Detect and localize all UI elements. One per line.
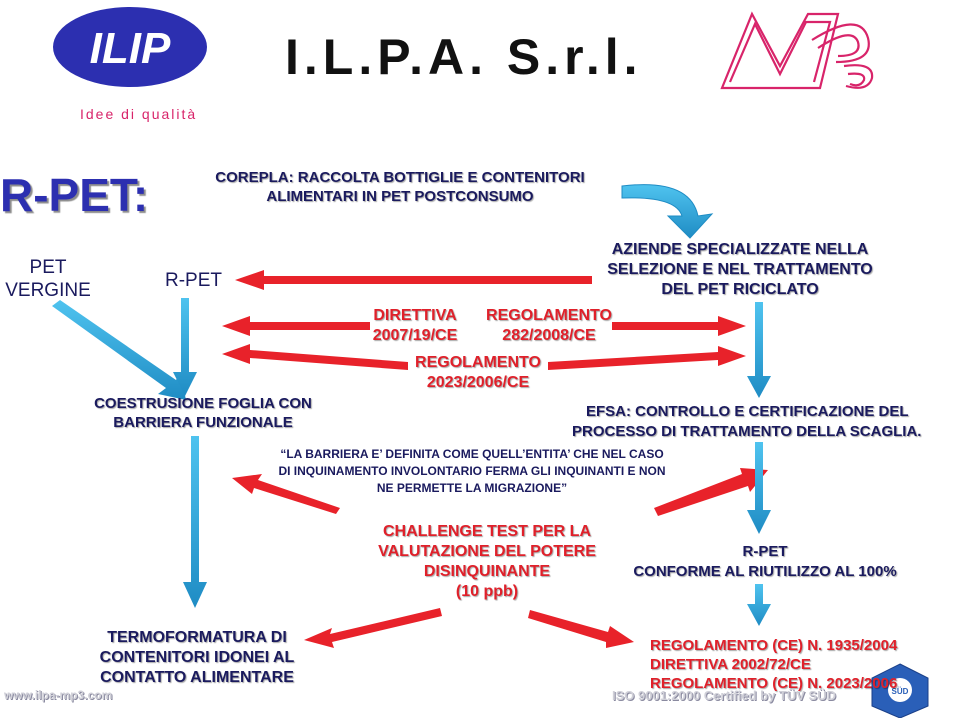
arrow-challenge-left [304,608,442,648]
coestrusione-label: COESTRUSIONE FOGLIA CON BARRIERA FUNZION… [68,394,338,432]
arrow-direttiva-left [222,316,370,336]
termo-line-2: CONTENITORI IDONEI AL [99,649,295,666]
company-title: I.L.P.A. S.r.l. [285,29,643,85]
regulations-final: REGOLAMENTO (CE) N. 1935/2004 DIRETTIVA … [650,636,940,693]
arrow-coestrusione-down [183,436,207,608]
direttiva-line-1: DIRETTIVA [373,307,457,324]
reg2023-line-1: REGOLAMENTO [415,354,541,371]
challenge-test-label: CHALLENGE TEST PER LA VALUTAZIONE DEL PO… [362,522,612,602]
reg-final-line-2: DIRETTIVA 2002/72/CE [650,656,811,673]
pet-vergine-line-1: PET [29,257,67,278]
efsa-label: EFSA: CONTROLLO E CERTIFICAZIONE DEL PRO… [572,402,952,442]
corepla-line-2: ALIMENTARI IN PET POSTCONSUMO [266,188,534,205]
arrow-pet-vergine-diagonal [52,300,186,400]
aziende-line-2: SELEZIONE E NEL TRATTAMENTO [607,261,873,278]
termo-line-1: TERMOFORMATURA DI [107,629,287,646]
reg2023-label: REGOLAMENTO 2023/2006/CE [408,353,548,393]
aziende-label: AZIENDE SPECIALIZZATE NELLA SELEZIONE E … [590,240,890,300]
arrow-reg2023-right [548,346,746,370]
arrow-aziende-to-rpet [235,270,592,290]
arrow-reg282-right [612,316,746,336]
rpet-title: R-PET: [0,169,149,221]
reg282-line-2: 282/2008/CE [502,327,596,344]
corepla-label: COREPLA: RACCOLTA BOTTIGLIE E CONTENITOR… [190,168,610,206]
ilip-logo: ILIP [53,7,207,87]
barriera-line-1: “LA BARRIERA E’ DEFINITA COME QUELL’ENTI… [280,447,664,461]
pet-vergine-label: PET VERGINE [0,256,96,302]
challenge-line-3: DISINQUINANTE [423,563,551,580]
arrow-barriera-right [654,468,768,516]
rpet-conforme-line-2: CONFORME AL RIUTILIZZO AL 100% [633,563,897,580]
challenge-line-1: CHALLENGE TEST PER LA [382,523,591,540]
reg-final-line-1: REGOLAMENTO (CE) N. 1935/2004 [650,637,898,654]
iso-certification: ISO 9001:2000 Certified by TÜV SÜD [612,688,836,703]
challenge-line-2: VALUTAZIONE DEL POTERE [378,543,596,560]
rpet-conforme-line-1: R-PET [742,543,788,560]
efsa-line-1: EFSA: CONTROLLO E CERTIFICAZIONE DEL [586,403,909,420]
termo-line-3: CONTATTO ALIMENTARE [100,669,294,686]
direttiva-label: DIRETTIVA 2007/19/CE [360,306,470,346]
coestrusione-line-2: BARRIERA FUNZIONALE [113,414,293,431]
aziende-line-3: DEL PET RICICLATO [661,281,819,298]
direttiva-line-2: 2007/19/CE [372,327,458,344]
rpet-conforme-label: R-PET CONFORME AL RIUTILIZZO AL 100% [610,542,920,582]
mp3-logo [720,11,874,90]
barriera-quote: “LA BARRIERA E’ DEFINITA COME QUELL’ENTI… [232,446,712,497]
corepla-line-1: COREPLA: RACCOLTA BOTTIGLIE E CONTENITOR… [215,169,585,186]
barriera-line-2: DI INQUINAMENTO INVOLONTARIO FERMA GLI I… [278,464,666,478]
website-link[interactable]: www.ilpa-mp3.com [4,688,113,702]
arrow-rpet-down [173,298,197,396]
arrow-barriera-left [232,474,340,514]
termoformatura-label: TERMOFORMATURA DI CONTENITORI IDONEI AL … [72,628,322,688]
reg282-label: REGOLAMENTO 282/2008/CE [480,306,618,346]
challenge-line-4: (10 ppb) [455,583,519,600]
aziende-line-1: AZIENDE SPECIALIZZATE NELLA [611,241,869,258]
arrow-challenge-right [528,610,634,648]
curved-arrow-icon [621,184,714,239]
svg-text:SÜD: SÜD [892,687,909,696]
pet-vergine-line-2: VERGINE [5,280,91,301]
arrow-efsa-down [747,442,771,534]
reg2023-line-2: 2023/2006/CE [426,374,530,391]
reg-final-line-3: REGOLAMENTO (CE) N. 2023/2006 [650,675,898,692]
arrow-reg2023-left [222,344,408,370]
arrow-conforme-down [747,584,771,626]
coestrusione-line-1: COESTRUSIONE FOGLIA CON [94,395,312,412]
arrow-aziende-down [747,302,771,398]
tuv-sud-badge-icon: SÜD [871,663,929,718]
reg282-line-1: REGOLAMENTO [486,307,612,324]
ilip-logo-text: ILIP [90,24,171,73]
rpet-left-label: R-PET [165,270,222,291]
efsa-line-2: PROCESSO DI TRATTAMENTO DELLA SCAGLIA. [572,423,922,440]
tagline: Idee di qualità [80,106,198,122]
barriera-line-3: NE PERMETTE LA MIGRAZIONE” [376,481,568,495]
